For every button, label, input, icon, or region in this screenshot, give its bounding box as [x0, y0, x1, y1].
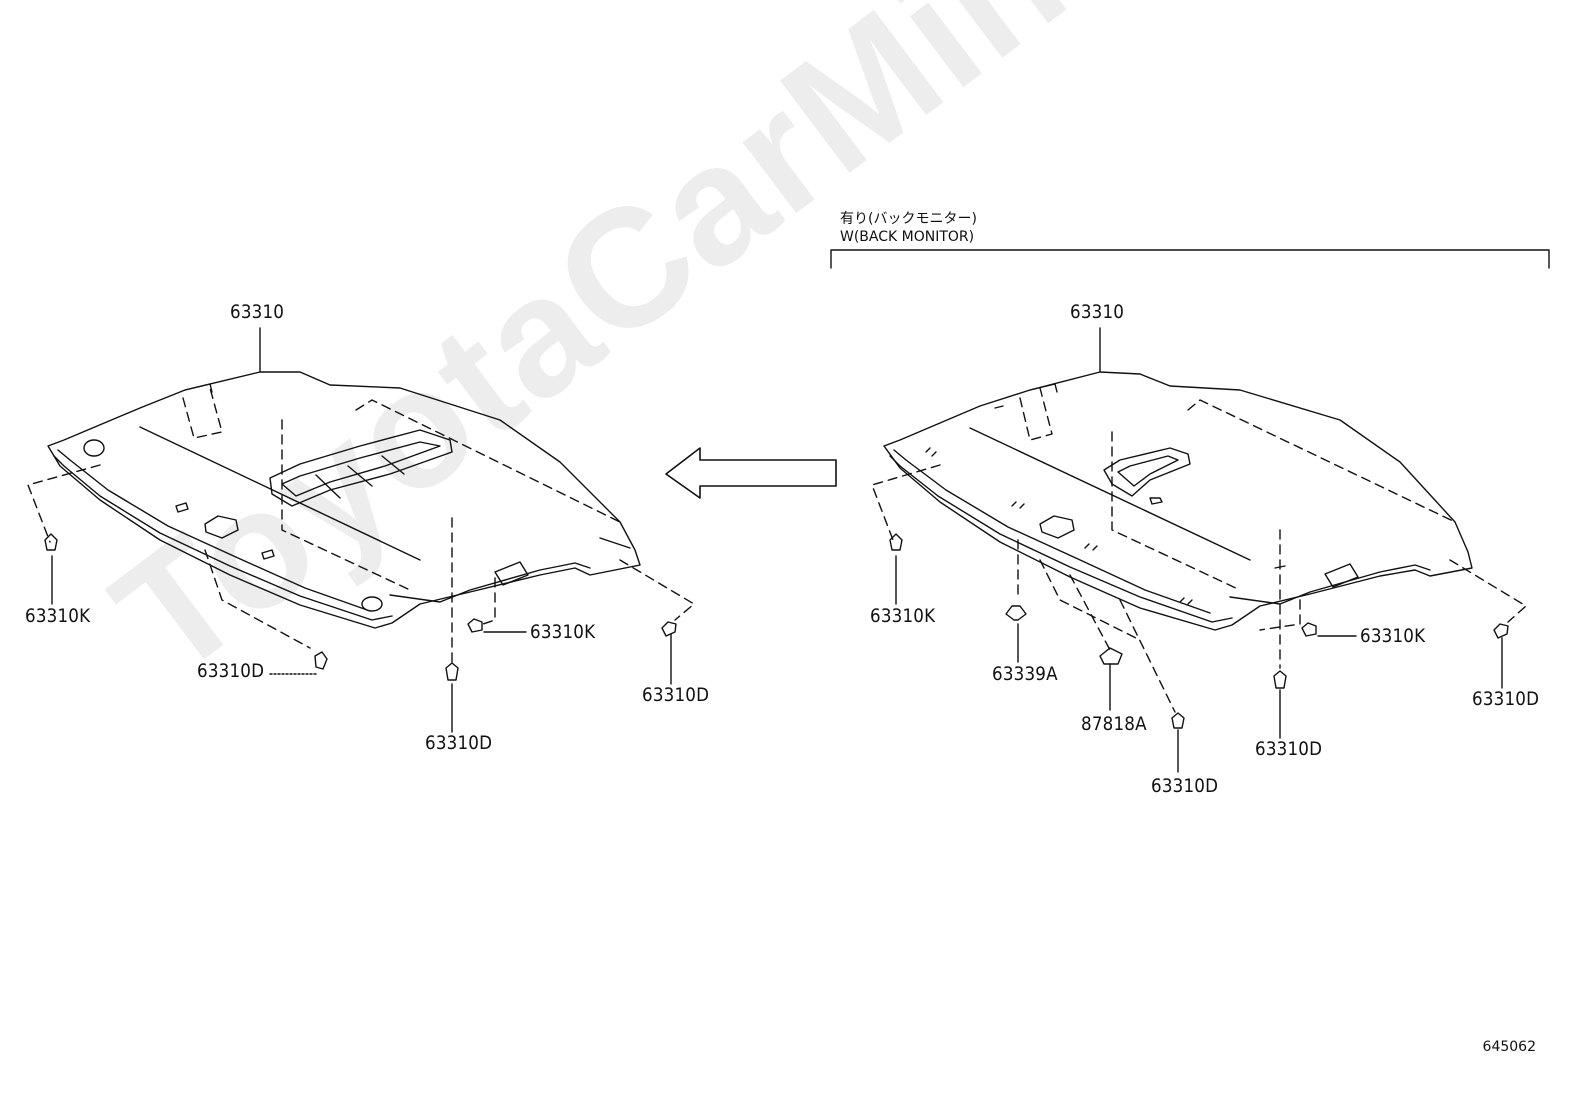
left-headlining [27, 327, 695, 733]
part-label-main-right[interactable]: 63310 [1070, 301, 1125, 323]
direction-arrow [665, 447, 837, 499]
part-label-d-left-b[interactable]: 63310D [425, 732, 493, 754]
part-label-d-left-c[interactable]: 63310D [642, 684, 710, 706]
part-label-87818a[interactable]: 87818A [1081, 713, 1147, 735]
part-label-main-left[interactable]: 63310 [230, 301, 285, 323]
part-label-k-left-a[interactable]: 63310K [25, 605, 91, 627]
part-label-63339a[interactable]: 63339A [992, 663, 1058, 685]
part-label-k-left-b[interactable]: 63310K [530, 621, 596, 643]
right-headlining [871, 327, 1527, 773]
part-label-d-right-a[interactable]: 63310D [1151, 775, 1219, 797]
part-label-k-right-b[interactable]: 63310K [1360, 625, 1426, 647]
condition-bracket [830, 249, 1550, 269]
part-label-d-right-c[interactable]: 63310D [1472, 688, 1540, 710]
part-label-d-left-a[interactable]: 63310D [197, 660, 265, 682]
condition-label-en: W(BACK MONITOR) [840, 229, 975, 245]
condition-label-jp: 有り(バックモニター) [840, 211, 977, 227]
part-label-d-right-b[interactable]: 63310D [1255, 738, 1323, 760]
part-label-k-right-a[interactable]: 63310K [870, 605, 936, 627]
diagram-number: 645062 [1482, 1039, 1536, 1055]
